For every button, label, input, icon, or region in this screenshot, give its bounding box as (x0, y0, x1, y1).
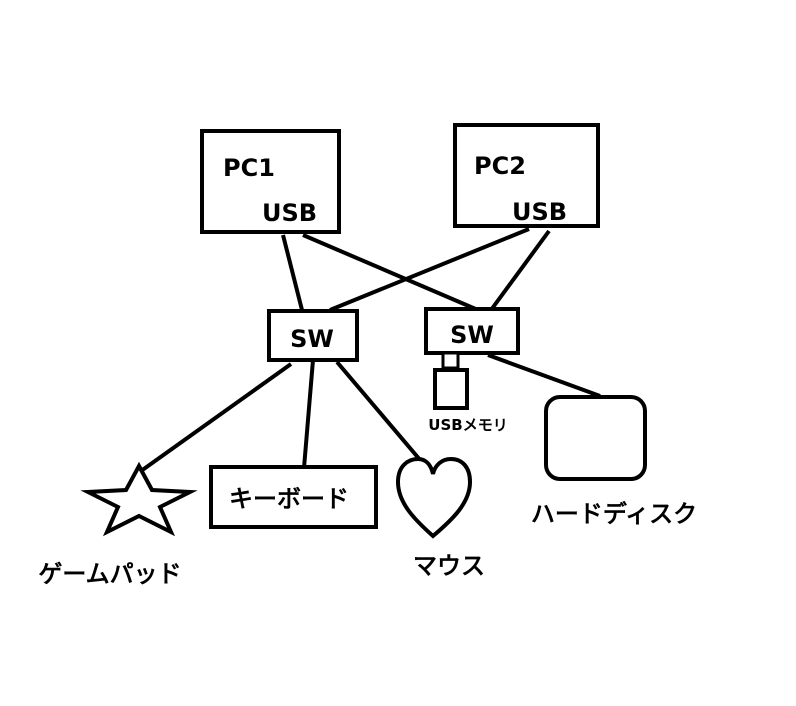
keyboard-label: キーボード (229, 485, 349, 513)
mouse-node: マウス (395, 456, 485, 580)
switch-right-box (424, 307, 520, 355)
pc2-title: PC2 (474, 152, 526, 180)
link-switch-left-mouse (335, 360, 434, 476)
link-pc2-switch-left (329, 227, 530, 312)
usb-memory-connector (441, 351, 460, 370)
usb-memory-node: USBメモリ (428, 351, 508, 434)
pc2-node: PC2 USB (453, 123, 600, 228)
pc1-usb-port-label: USB (262, 199, 317, 227)
pc2-box (453, 123, 600, 228)
link-pc2-switch-right (489, 229, 551, 312)
switch-left-node: SW (267, 309, 359, 362)
hard-disk-label: ハードディスク (531, 500, 697, 528)
mouse-label: マウス (413, 552, 485, 580)
pc1-node: PC1 USB (200, 129, 341, 234)
pc2-usb-port-label: USB (512, 198, 567, 226)
keyboard-box (209, 465, 378, 529)
connection-lines (139, 227, 601, 476)
usb-memory-label: USBメモリ (428, 416, 507, 434)
rounded-square-icon (544, 395, 647, 481)
heart-icon (395, 456, 473, 539)
star-icon (80, 461, 198, 537)
link-switch-right-hard-disk (487, 353, 601, 398)
switch-right-node: SW (424, 307, 520, 355)
usb-memory-icon (433, 368, 469, 410)
keyboard-node: キーボード (209, 465, 378, 529)
pc1-box (200, 129, 341, 234)
link-switch-left-gamepad (139, 362, 293, 473)
switch-left-label: SW (290, 325, 334, 353)
link-switch-left-keyboard (302, 359, 315, 469)
hard-disk-node: ハードディスク (531, 395, 697, 528)
link-pc1-switch-left (281, 234, 304, 311)
gamepad-label: ゲームパッド (38, 560, 181, 588)
pc1-title: PC1 (223, 154, 275, 182)
switch-right-label: SW (450, 321, 494, 349)
link-pc1-switch-right (302, 233, 479, 312)
switch-left-box (267, 309, 359, 362)
gamepad-node: ゲームパッド (38, 461, 198, 588)
